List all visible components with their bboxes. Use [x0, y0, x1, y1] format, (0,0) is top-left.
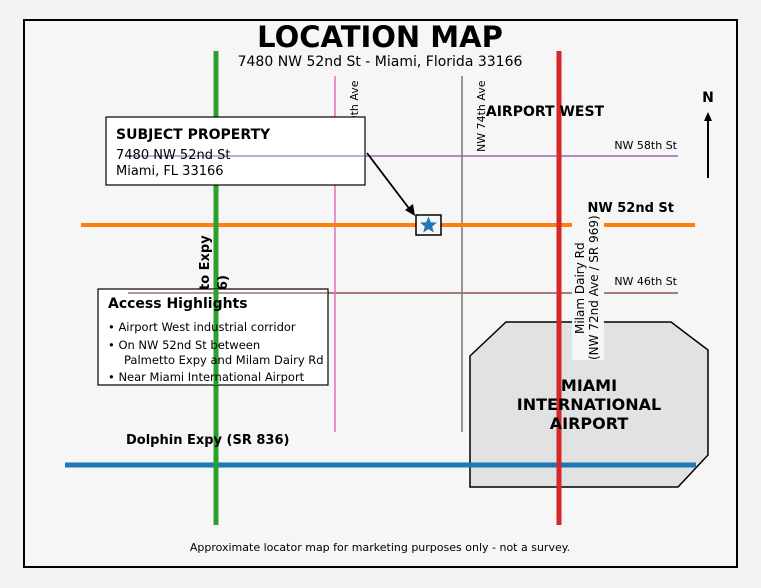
callout-arrowhead-icon — [405, 204, 415, 216]
airport-area — [469, 321, 709, 488]
area-label-airport-west: AIRPORT WEST — [486, 104, 605, 120]
subject-property-address: 7480 NW 52nd St — [116, 148, 230, 163]
label-nw-52nd-st: NW 52nd St — [588, 201, 675, 216]
access-highlights-heading: Access Highlights — [108, 296, 248, 312]
airport-label-line3: AIRPORT — [550, 414, 629, 433]
north-label: N — [702, 90, 714, 106]
access-highlights-box: Access Highlights • Airport West industr… — [97, 288, 329, 386]
label-dolphin-expy: Dolphin Expy (SR 836) — [126, 433, 289, 448]
north-arrowhead-icon — [704, 112, 712, 121]
label-nw-74th-ave: NW 74th Ave — [475, 80, 488, 152]
airport-label-line1: MIAMI — [561, 376, 617, 395]
airport-label-line2: INTERNATIONAL — [517, 395, 661, 414]
highlight-item: Palmetto Expy and Milam Dairy Rd — [124, 353, 324, 367]
subject-property-heading: SUBJECT PROPERTY — [116, 127, 271, 143]
highlight-item: • Airport West industrial corridor — [108, 320, 296, 334]
map-footnote: Approximate locator map for marketing pu… — [190, 541, 570, 554]
subject-property-callout: SUBJECT PROPERTY 7480 NW 52nd St Miami, … — [105, 116, 366, 186]
subject-property-city: Miami, FL 33166 — [116, 164, 224, 179]
highlight-item: • Near Miami International Airport — [108, 370, 305, 384]
callout-leader-line — [366, 152, 412, 212]
map-subtitle: 7480 NW 52nd St - Miami, Florida 33166 — [238, 54, 523, 70]
label-nw-46th-st: NW 46th St — [614, 275, 677, 288]
label-milam-sr: (NW 72nd Ave / SR 969) — [587, 215, 601, 360]
highlight-item: • On NW 52nd St between — [108, 338, 260, 352]
star-icon — [420, 216, 437, 233]
label-nw-58th-st: NW 58th St — [614, 139, 677, 152]
label-milam-dairy-rd: Milam Dairy Rd — [573, 242, 587, 334]
map-title: LOCATION MAP — [257, 20, 503, 54]
